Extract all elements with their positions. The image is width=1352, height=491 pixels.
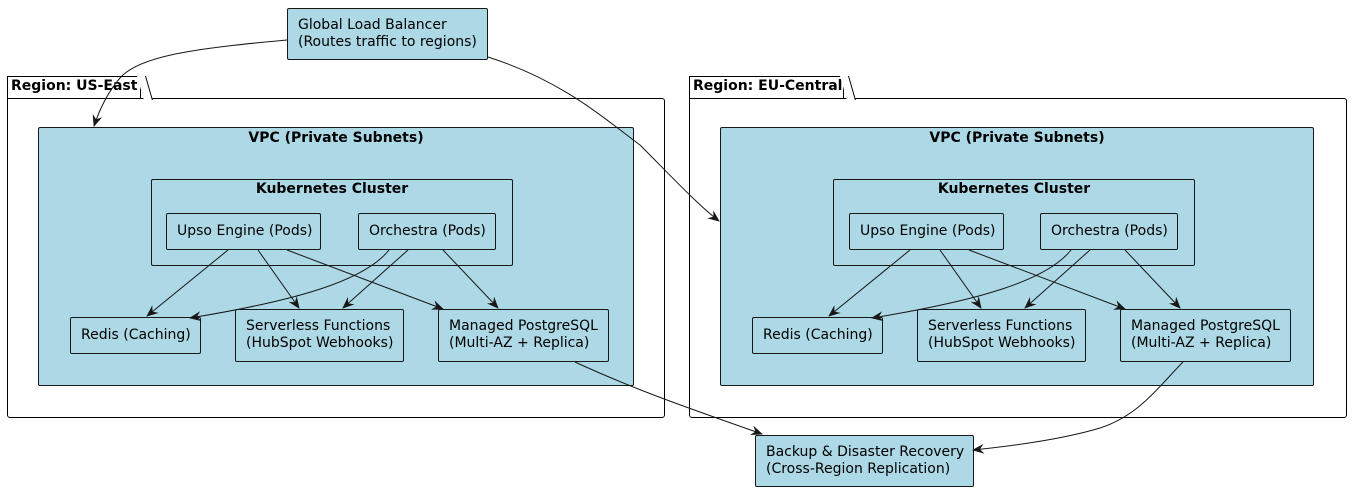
redis-label: Redis (Caching) [81,327,191,343]
edge-eu-orch-serverless [1024,249,1091,309]
edge-eu-upso-serverless [939,249,982,309]
region-eu-central-label: Region: EU-Central [689,76,844,98]
postgres-eu-central[interactable]: Managed PostgreSQL (Multi-AZ + Replica) [1120,309,1291,362]
postgres-line2: (Multi-AZ + Replica) [1131,335,1272,351]
postgres-line2: (Multi-AZ + Replica) [449,335,590,351]
edge-eu-postgres-backup [972,361,1184,454]
serverless-line2: (HubSpot Webhooks) [928,335,1076,351]
orchestra-us-east[interactable]: Orchestra (Pods) [358,213,496,250]
postgres-us-east[interactable]: Managed PostgreSQL (Multi-AZ + Replica) [438,309,609,362]
backup-line1: Backup & Disaster Recovery [766,444,965,460]
vpc-eu-central-title: VPC (Private Subnets) [929,130,1105,146]
edge-eu-orch-redis [871,249,1072,322]
orchestra-label: Orchestra (Pods) [369,223,486,239]
edge-eu-orch-postgres [1124,249,1181,309]
serverless-eu-central[interactable]: Serverless Functions (HubSpot Webhooks) [917,309,1086,362]
edge-us-upso-postgres [286,249,444,310]
k8s-cluster-us-east-title: Kubernetes Cluster [255,181,409,197]
redis-us-east[interactable]: Redis (Caching) [70,317,201,354]
serverless-us-east[interactable]: Serverless Functions (HubSpot Webhooks) [235,309,404,362]
global-lb-line1: Global Load Balancer [298,17,447,33]
postgres-line1: Managed PostgreSQL [1131,318,1280,334]
serverless-line1: Serverless Functions [246,318,391,334]
k8s-cluster-eu-central-title: Kubernetes Cluster [937,181,1091,197]
edge-us-orch-redis [189,249,390,322]
edge-eu-upso-redis [828,249,911,317]
edge-us-postgres-backup [574,361,763,436]
edge-us-upso-redis [146,249,229,317]
upso-engine-label: Upso Engine (Pods) [860,223,996,239]
global-load-balancer[interactable]: Global Load Balancer (Routes traffic to … [287,8,488,60]
edge-lb-to-us-east [92,39,288,127]
redis-label: Redis (Caching) [763,327,873,343]
orchestra-eu-central[interactable]: Orchestra (Pods) [1040,213,1178,250]
edge-lb-to-eu-central [487,56,720,222]
redis-eu-central[interactable]: Redis (Caching) [752,317,883,354]
upso-engine-us-east[interactable]: Upso Engine (Pods) [166,213,321,250]
backup-line2: (Cross-Region Replication) [766,461,951,477]
serverless-line2: (HubSpot Webhooks) [246,335,394,351]
orchestra-label: Orchestra (Pods) [1051,223,1168,239]
edge-us-upso-serverless [257,249,300,309]
backup-disaster-recovery[interactable]: Backup & Disaster Recovery (Cross-Region… [755,435,974,487]
postgres-line1: Managed PostgreSQL [449,318,598,334]
vpc-us-east-title: VPC (Private Subnets) [248,130,424,146]
upso-engine-label: Upso Engine (Pods) [177,223,313,239]
serverless-line1: Serverless Functions [928,318,1073,334]
edge-us-orch-serverless [342,249,409,309]
region-us-east-label: Region: US-East [7,76,141,98]
edge-eu-upso-postgres [968,249,1126,310]
edge-us-orch-postgres [442,249,499,309]
global-lb-line2: (Routes traffic to regions) [298,34,477,50]
upso-engine-eu-central[interactable]: Upso Engine (Pods) [849,213,1004,250]
